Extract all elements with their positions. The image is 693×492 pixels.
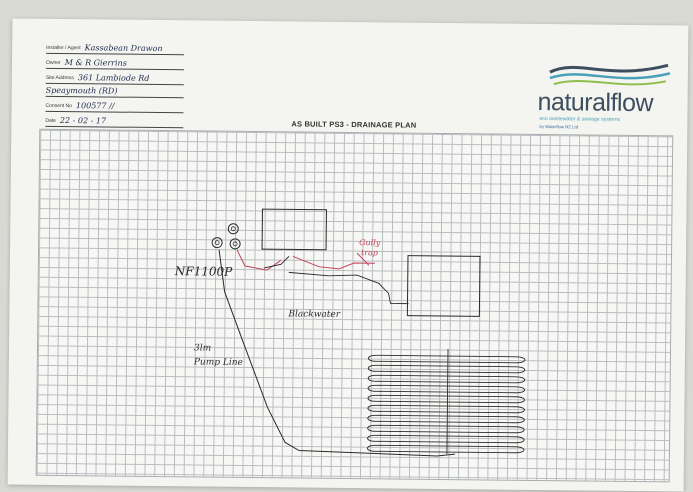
installer-value: Kassabean Drawon (84, 43, 163, 54)
gully-label-1: Gully (359, 238, 381, 248)
drip-loop (367, 444, 525, 454)
logo-tagline: eco wastewater & sewage systems (539, 115, 621, 123)
installer-field: Installer / Agent Kassabean Drawon (46, 38, 185, 56)
drip-loop (367, 364, 526, 374)
drip-field (367, 354, 526, 454)
owner-field: Owner M & R Gierrins (45, 53, 185, 71)
shed-outline (406, 255, 481, 317)
drainage-sketch (211, 208, 526, 457)
drip-loop (367, 424, 525, 434)
logo-wave-icon (549, 63, 671, 86)
consent-label: Consent No (45, 102, 72, 110)
plan-title: AS BUILT PS3 - DRAINAGE PLAN (291, 119, 417, 130)
drip-loop (367, 434, 525, 444)
inlet-pipe (236, 249, 282, 271)
tank-3-icon (229, 238, 241, 250)
outlet-pipe (288, 271, 409, 305)
site-address-field-2: Speaymouth (RD) (45, 81, 184, 99)
logo-name: naturalflow (537, 87, 654, 118)
owner-label: Owner (45, 59, 61, 66)
pump-line-label-2: Pump Line (193, 357, 243, 368)
consent-field: Consent No 100577 // (45, 96, 184, 114)
tank-2-icon (227, 223, 239, 235)
site-address-value-2: Speaymouth (RD) (45, 85, 118, 96)
distribution-header (446, 349, 449, 455)
drip-loop (367, 384, 526, 394)
drip-loop (367, 414, 525, 424)
drainage-plan-sheet: Installer / Agent Kassabean Drawon Owner… (7, 18, 689, 492)
pump-line (218, 249, 455, 457)
drainage-grid: NF1100P 3lm Pump Line Blackwater Gully t… (35, 128, 674, 483)
pump-line-label-1: 3lm (193, 343, 212, 354)
drip-loop (367, 374, 526, 384)
gully-label-2: trap (360, 248, 379, 258)
consent-value: 100577 // (75, 101, 115, 111)
logo-subtitle: by Waterflow NZ Ltd (539, 123, 579, 130)
installer-label: Installer / Agent (46, 44, 81, 52)
date-label: Date (45, 117, 56, 124)
unit-label: NF1100P (174, 264, 233, 279)
drip-loop (367, 394, 525, 404)
drip-loop (367, 354, 526, 364)
owner-value: M & R Gierrins (64, 58, 127, 68)
drip-loop (367, 404, 525, 414)
date-value: 22 - 02 - 17 (59, 115, 107, 126)
date-field: Date 22 - 02 - 17 (45, 111, 184, 129)
house-outline (261, 208, 327, 251)
naturalflow-logo: naturalflow eco wastewater & sewage syst… (537, 50, 678, 141)
tank-1-icon (211, 237, 223, 249)
overflow-label: Blackwater (288, 309, 341, 320)
